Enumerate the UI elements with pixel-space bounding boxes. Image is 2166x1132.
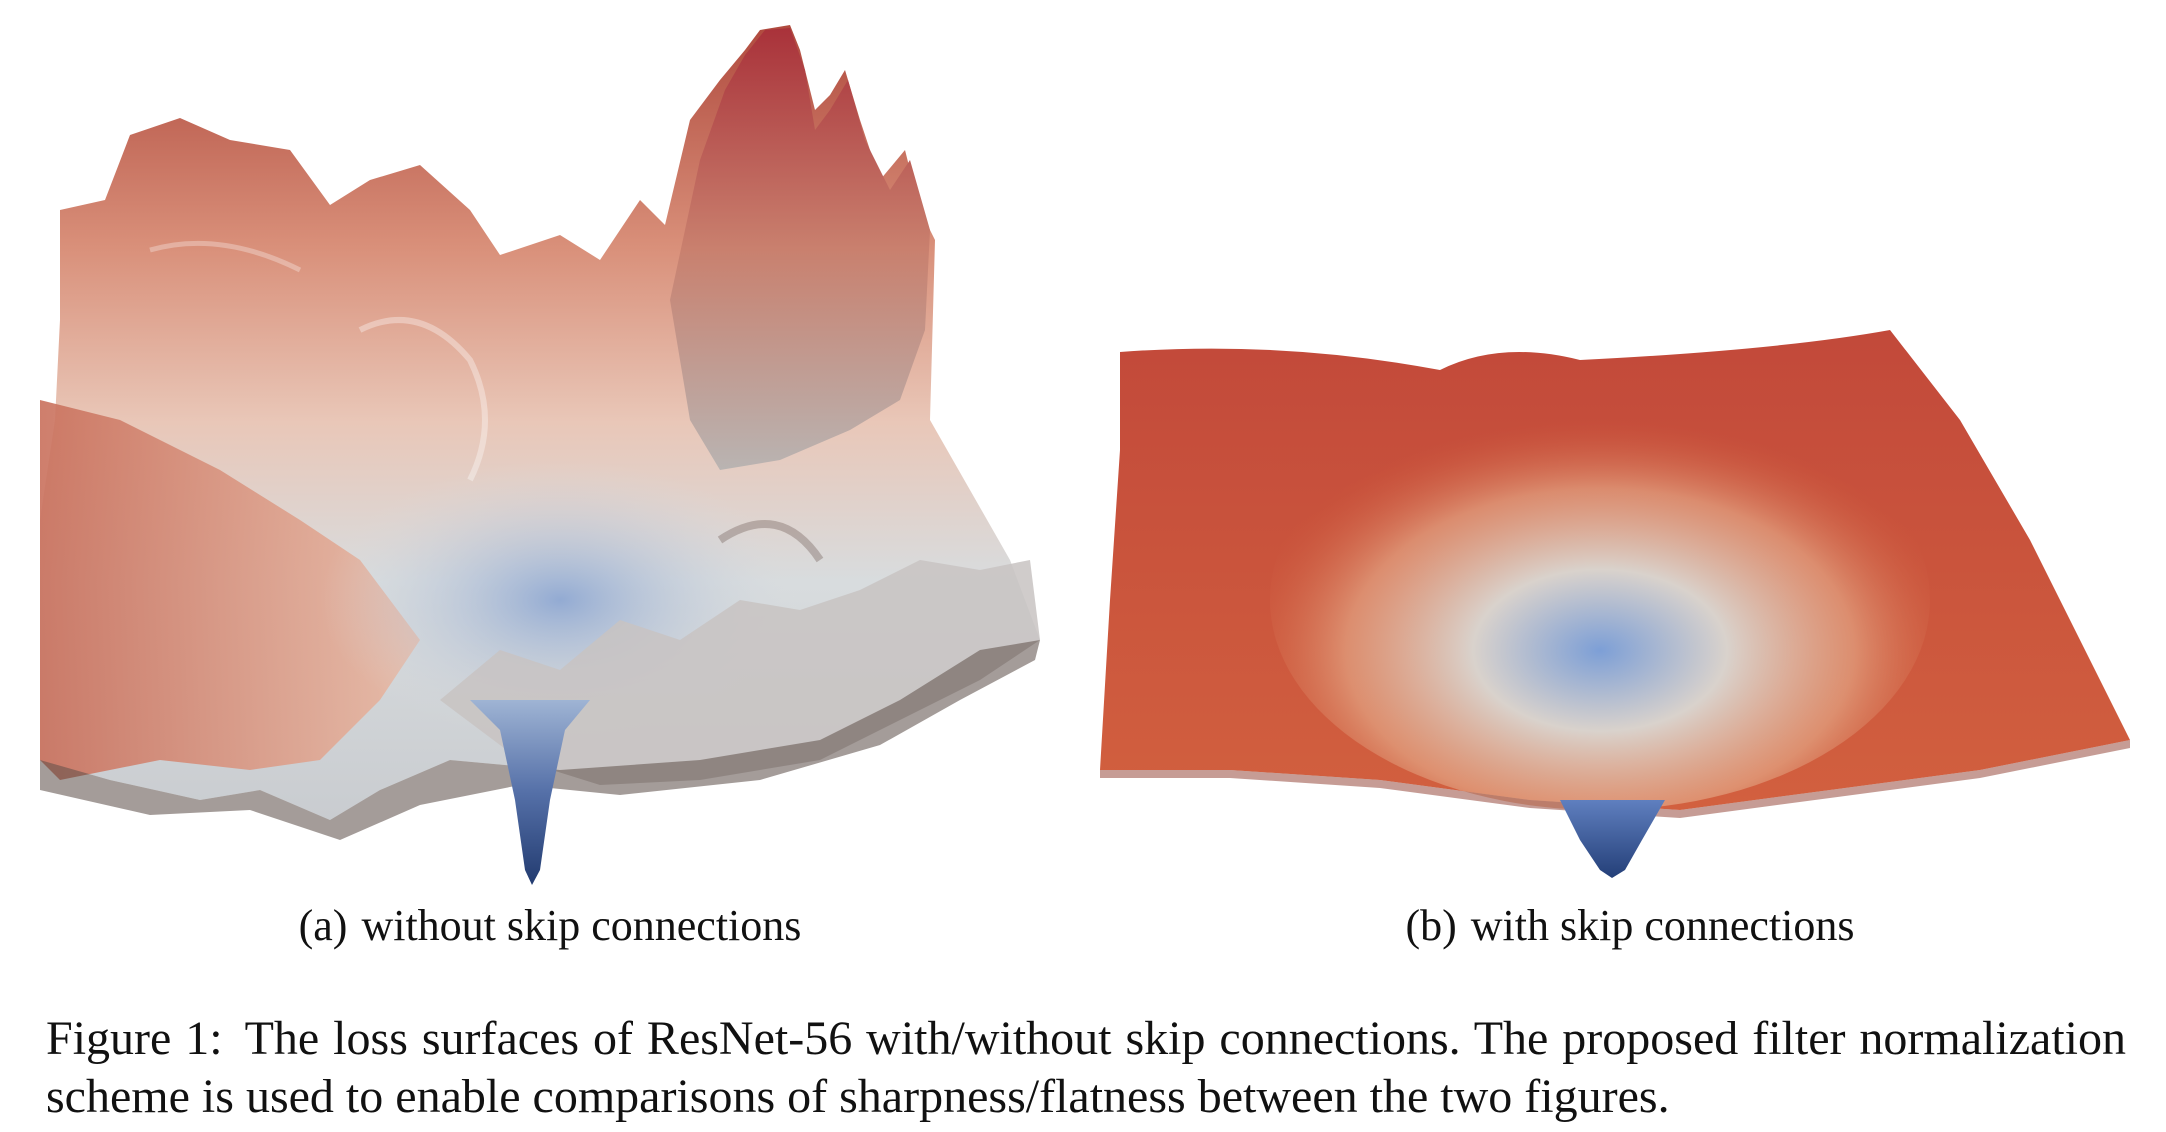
subcaption-a-tag: (a) xyxy=(298,901,348,950)
subcaption-b-text: with skip connections xyxy=(1470,901,1855,950)
subcaption-a: (a) without skip connections xyxy=(230,900,870,951)
surface-b-illustration xyxy=(1100,330,2130,878)
subcaption-a-text: without skip connections xyxy=(361,901,802,950)
figure-caption: Figure 1:The loss surfaces of ResNet-56 … xyxy=(46,1010,2126,1126)
subcaption-b: (b) with skip connections xyxy=(1310,900,1950,951)
figure-label: Figure 1: xyxy=(46,1012,223,1065)
loss-surface-without-skip xyxy=(0,0,1100,900)
subcaption-b-tag: (b) xyxy=(1405,901,1457,950)
surface-a-illustration xyxy=(40,25,1040,885)
figure-caption-text: The loss surfaces of ResNet-56 with/with… xyxy=(46,1012,2127,1123)
loss-surface-with-skip xyxy=(1080,300,2160,880)
